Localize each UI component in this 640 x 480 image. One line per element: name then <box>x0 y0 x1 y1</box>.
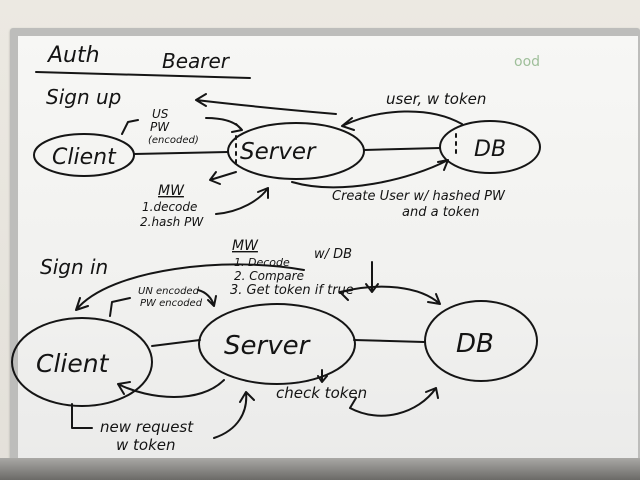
signup-client-server-link <box>133 151 229 155</box>
signin-return-client-arrow <box>75 263 305 311</box>
signup-mw-title: MW <box>158 183 185 199</box>
signup-server-inbound-arrow <box>205 117 243 133</box>
signup-create-line-1: Create User w/ hashed PW <box>332 189 506 204</box>
signup-mw-return-arrow <box>215 187 269 215</box>
signup-return-arrow <box>341 110 463 131</box>
signin-check-down-arrow <box>317 369 328 383</box>
title-bearer: Bearer <box>162 49 231 73</box>
signup-server-db-link <box>363 147 441 151</box>
signup-mw-step-2: 2.hash PW <box>140 215 204 229</box>
signin-new-request-arrow <box>71 403 93 429</box>
signup-mw-step-1: 1.decode <box>142 200 197 214</box>
signin-check-token: check token <box>276 384 367 402</box>
signin-client-server-link <box>151 339 201 347</box>
signup-heading: Sign up <box>46 85 121 109</box>
signin-new-request-1: new request <box>100 418 194 436</box>
signup-payload-3: (encoded) <box>148 135 199 146</box>
signup-server-label: Server <box>240 139 317 165</box>
signup-db-label: DB <box>474 137 506 162</box>
signup-return-client-arrow <box>195 93 337 115</box>
signin-mw-step-2: 2. Compare <box>234 269 304 283</box>
signin-mw-step-3: 3. Get token if true <box>230 283 354 298</box>
signin-new-request-2: w token <box>116 436 176 454</box>
signin-server-to-client-arrow <box>117 379 225 398</box>
signup-payload-2: PW <box>150 120 170 134</box>
signup-payload-1: US <box>152 107 169 121</box>
signup-mw-arrow <box>209 171 237 185</box>
signin-mw-title: MW <box>232 238 259 254</box>
signin-db-down-arrow <box>365 261 379 293</box>
signup-payload-arrow <box>121 119 139 135</box>
signup-client-label: Client <box>52 145 117 170</box>
title-auth: Auth <box>46 43 100 68</box>
signup-create-line-2: and a token <box>402 205 480 220</box>
signin-server-label: Server <box>224 331 312 361</box>
signin-payload-arrow <box>109 297 131 317</box>
signin-db-compare-arrow <box>339 285 441 305</box>
signin-client-node <box>11 317 153 407</box>
signup-db-node <box>439 120 541 174</box>
signup-create-arrow <box>291 159 449 189</box>
corner-mark: ood <box>514 54 540 70</box>
signin-payload-2: PW encoded <box>140 298 203 309</box>
signin-server-db-link <box>353 339 425 343</box>
signin-payload-1: UN encoded <box>138 286 200 297</box>
signup-server-node <box>227 122 365 180</box>
signin-db-node <box>424 300 538 382</box>
signin-heading: Sign in <box>40 255 108 279</box>
marker-tray <box>0 458 640 480</box>
signin-db-label: DB <box>456 329 494 359</box>
signup-return-label: user, w token <box>386 90 486 108</box>
signin-check-token-arrow <box>349 387 439 417</box>
signup-client-node <box>33 133 135 177</box>
signin-mw-step-2b: w/ DB <box>314 247 352 262</box>
signin-server-inbound-arrow <box>197 289 217 307</box>
signin-mw-step-1: 1. Decode <box>234 256 290 269</box>
signin-new-request-server-arrow <box>213 391 255 439</box>
title-underline <box>35 71 251 79</box>
signin-server-node <box>198 303 356 385</box>
signin-client-label: Client <box>36 349 110 378</box>
